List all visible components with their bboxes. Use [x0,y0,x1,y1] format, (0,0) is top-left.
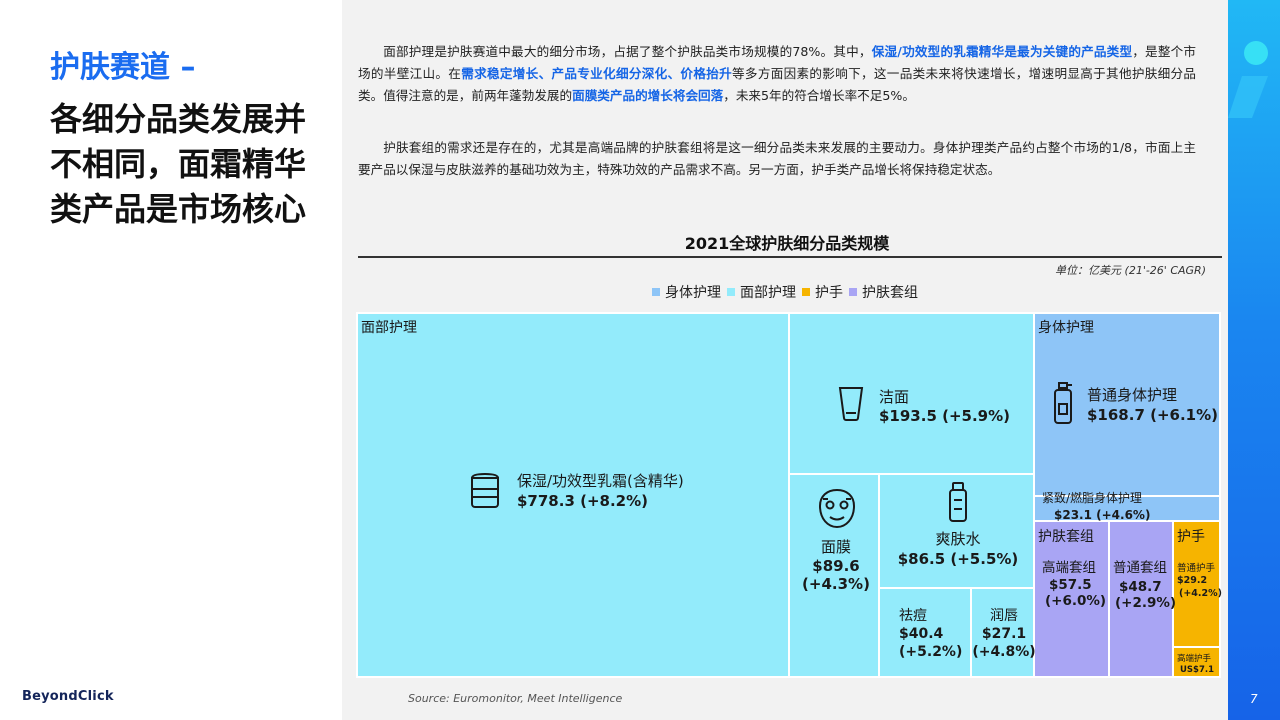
legend-swatch [727,288,735,296]
paragraph-text: 等多方面因素的影响下，这一品类未来将快速增长，增速明显高于其他护肤细分品类。值得… [358,66,1197,103]
legend-item: 护肤套组 [849,282,918,302]
chart-legend: 身体护理 面部护理 护手 护肤套组 [342,282,1228,302]
content-panel: 面部护理是护肤赛道中最大的细分市场，占据了整个护肤品类市场规模的78%。其中，保… [342,0,1228,720]
highlighted-phrase: 需求稳定增长、产品专业化细分深化、价格抬升 [461,66,733,81]
left-panel: 护肤赛道 – 各细分品类发展并不相同，面霜精华类产品是市场核心 BeyondCl… [0,0,342,720]
highlighted-phrase: 面膜类产品的增长将会回落 [572,88,724,103]
intro-paragraph-1: 面部护理是护肤赛道中最大的细分市场，占据了整个护肤品类市场规模的78%。其中，保… [358,41,1196,107]
legend-label: 身体护理 [665,285,721,301]
legend-label: 护肤套组 [862,285,918,301]
section-subtitle: 护肤赛道 – [50,50,196,85]
page-number: 7 [1250,692,1258,706]
chart-title: 2021全球护肤细分品类规模 [684,234,890,253]
legend-swatch [652,288,660,296]
brand-mark-icon [1228,41,1268,118]
legend-swatch [849,288,857,296]
highlighted-phrase: 保湿/功效型的乳霜精华是最为关键的产品类型 [871,44,1133,59]
legend-swatch [802,288,810,296]
paragraph-text: 面部护理是护肤赛道中最大的细分市场，占据了整个护肤品类市场规模的78%。其中， [383,44,872,59]
paragraph-text: ，是整个市场的半壁江山。在 [358,44,1197,81]
legend-label: 护手 [815,285,843,301]
page-title: 各细分品类发展并不相同，面霜精华类产品是市场核心 [50,100,307,228]
brand-side-bar [1228,0,1280,720]
legend-item: 护手 [802,282,843,302]
legend-item: 面部护理 [727,282,796,302]
chart-title-rule [358,256,1222,258]
intro-paragraph-2: 护肤套组的需求还是存在的，尤其是高端品牌的护肤套组将是这一细分品类未来发展的主要… [358,140,1196,177]
paragraph-text: ，未来5年的符合增长率不足5%。 [723,88,915,103]
brand-logo: BeyondClick [22,689,114,704]
legend-label: 面部护理 [740,285,796,301]
chart-unit-note: 单位：亿美元 (21'-26' CAGR) [1055,264,1206,277]
source-note: Source: Euromonitor, Meet Intelligence [408,692,623,705]
legend-item: 身体护理 [652,282,721,302]
